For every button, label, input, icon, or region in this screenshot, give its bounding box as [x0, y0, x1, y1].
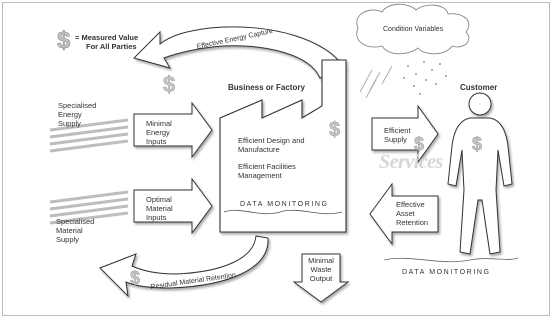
asset-retention-arrow	[369, 182, 439, 246]
label-efficient-supply-1: Efficient	[384, 126, 411, 135]
label-data-monitoring-factory: DATA MONITORING	[240, 201, 329, 208]
label-efficient-design-2: Manufacture	[238, 145, 280, 154]
label-minimal-energy-2: Energy	[146, 128, 170, 137]
condition-variables-cloud	[356, 3, 470, 99]
diagram-frame	[2, 2, 550, 316]
label-minimal-waste-2: Waste	[310, 265, 332, 274]
label-efficient-design-1: Efficient Design and	[238, 136, 305, 145]
label-efficient-facilities-2: Management	[238, 171, 282, 180]
svg-text:$: $	[130, 268, 140, 288]
svg-text:$: $	[414, 134, 424, 154]
customer-monitoring-wave	[383, 257, 519, 263]
label-optimal-material-2: Material	[146, 204, 173, 213]
label-minimal-energy-1: Minimal	[146, 119, 172, 128]
svg-text:$: $	[329, 119, 340, 141]
label-business-or-factory: Business or Factory	[228, 83, 305, 92]
svg-text:$: $	[472, 134, 482, 154]
label-minimal-waste-3: Output	[309, 274, 333, 283]
label-efficient-supply-2: Supply	[384, 135, 407, 144]
legend-dollar-icon: $	[57, 27, 72, 55]
label-services: Services	[379, 151, 443, 173]
svg-text:$: $	[57, 27, 71, 54]
label-minimal-waste-1: Minimal	[308, 256, 334, 265]
label-asset-retention-2: Asset	[396, 209, 415, 218]
customer-figure: $	[447, 92, 513, 255]
legend-line2: For All Parties	[86, 42, 137, 51]
energy-capture-arrow: $	[133, 26, 346, 97]
label-optimal-material-1: Optimal	[146, 195, 172, 204]
label-customer: Customer	[460, 83, 498, 92]
minimal-energy-inputs-arrow	[133, 101, 213, 159]
label-specialised-energy-3: Supply	[58, 119, 81, 128]
label-data-monitoring-customer: DATA MONITORING	[402, 269, 491, 276]
energy-supply-streaks	[49, 118, 129, 153]
efficient-supply-arrow: $	[371, 104, 439, 164]
material-supply-streaks	[49, 190, 129, 225]
label-optimal-material-3: Inputs	[146, 213, 167, 222]
label-asset-retention-1: Effective	[396, 200, 425, 209]
factory-shape: $	[219, 59, 347, 233]
label-specialised-energy-2: Energy	[58, 110, 82, 119]
label-efficient-facilities-1: Efficient Facilities	[238, 162, 296, 171]
svg-text:$: $	[163, 72, 175, 97]
optimal-material-inputs-arrow	[133, 177, 213, 235]
label-specialised-material-3: Supply	[56, 235, 79, 244]
residual-material-arrow: $	[99, 235, 269, 298]
label-specialised-material-1: Specialised	[56, 217, 95, 226]
label-condition-variables: Condition Variables	[383, 26, 444, 33]
label-specialised-energy-1: Specialised	[58, 101, 97, 110]
label-asset-retention-3: Retention	[396, 218, 429, 227]
label-specialised-material-2: Material	[56, 226, 83, 235]
minimal-waste-output-arrow	[292, 253, 350, 303]
label-minimal-energy-3: Inputs	[146, 137, 167, 146]
legend-line1: = Measured Value	[75, 33, 139, 42]
